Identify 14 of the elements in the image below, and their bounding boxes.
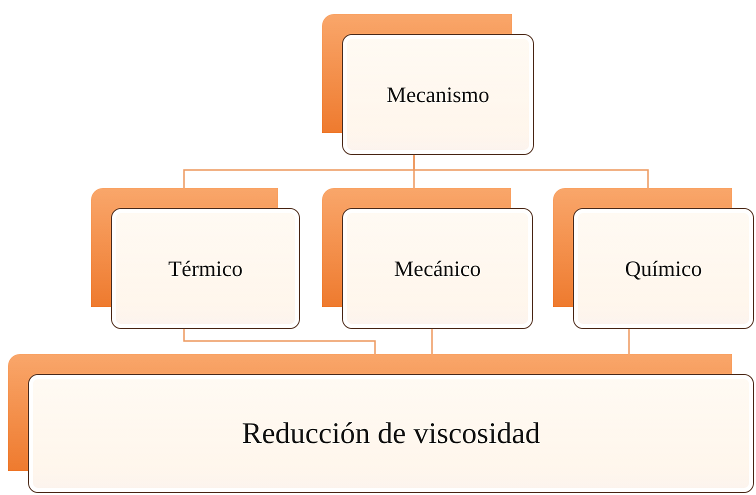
stacked-box <box>553 188 754 329</box>
connector-line <box>431 329 433 354</box>
stacked-box <box>322 188 533 329</box>
connector-line <box>183 329 376 354</box>
box-label: Químico <box>573 208 754 329</box>
stacked-box <box>322 14 534 155</box>
stacked-box <box>8 354 754 493</box>
box-label: Mecanismo <box>342 34 534 155</box>
connector-line <box>413 155 649 188</box>
stacked-box <box>91 188 300 329</box>
box-label: Mecánico <box>342 208 533 329</box>
connector-line <box>628 329 630 354</box>
box-label: Reducción de viscosidad <box>28 374 754 493</box>
box-label: Térmico <box>111 208 300 329</box>
